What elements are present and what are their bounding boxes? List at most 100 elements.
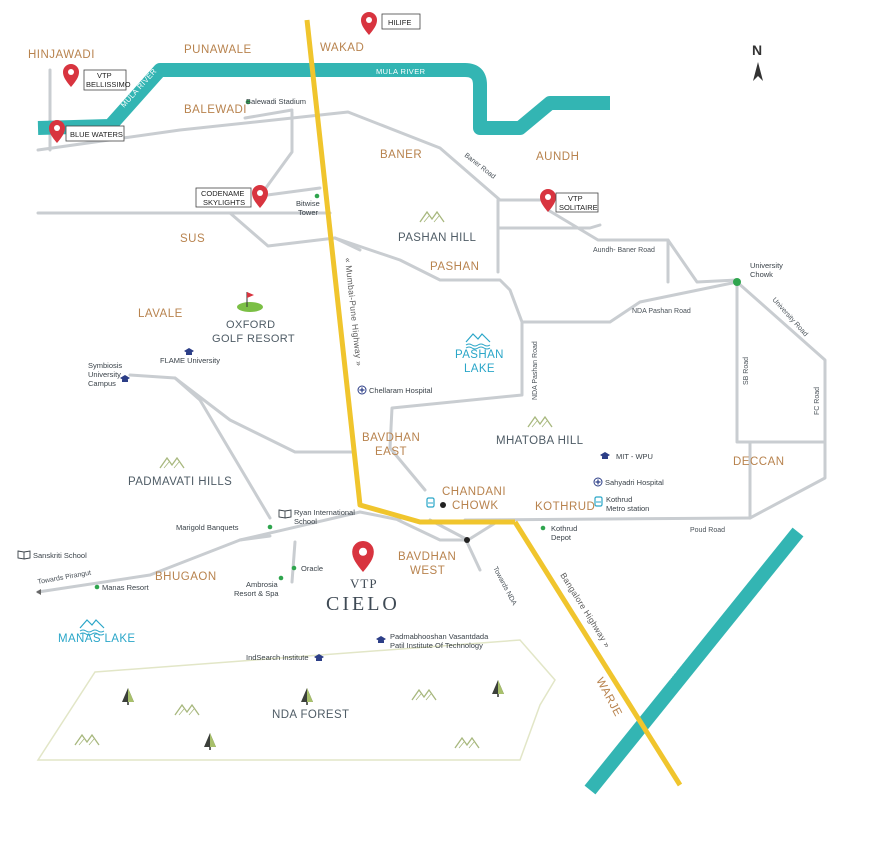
manas-resort-label: Manas Resort bbox=[102, 583, 150, 592]
road-skylights-east bbox=[258, 186, 322, 198]
university-chowk-label-1: University bbox=[750, 261, 783, 270]
marigold-label: Marigold Banquets bbox=[176, 523, 239, 532]
mula-river-label: MULA RIVER bbox=[376, 67, 426, 76]
bellissimo-label-2: BELLISSIMO bbox=[86, 80, 131, 89]
manas-lake-label: MANAS LAKE bbox=[58, 633, 136, 645]
area-pashan: PASHAN bbox=[430, 261, 479, 273]
solitaire-pin-icon[interactable] bbox=[540, 189, 556, 212]
bitwise-tower-label-2: Tower bbox=[298, 208, 319, 217]
cielo-pin-icon[interactable] bbox=[352, 540, 374, 572]
road-nda-pashan-vertical bbox=[388, 320, 524, 492]
kothrud-metro-label-2: Metro station bbox=[606, 504, 649, 513]
ambrosia-dot bbox=[278, 575, 284, 581]
symbiosis-label-3: Campus bbox=[88, 379, 116, 388]
kothrud-depot-dot bbox=[540, 525, 546, 531]
padmabhooshan-label-1: Padmabhooshan Vasantdada bbox=[390, 632, 489, 641]
tree-icon bbox=[122, 688, 134, 705]
skylights-label-box bbox=[195, 187, 252, 208]
area-bavdhan-west-2: WEST bbox=[410, 565, 445, 577]
mhatoba-hill-label: MHATOBA HILL bbox=[496, 435, 584, 447]
bellissimo-pin-icon[interactable] bbox=[63, 64, 79, 87]
rivers bbox=[37, 63, 804, 795]
hills: PASHAN HILL MHATOBA HILL PADMAVATI HILLS… bbox=[74, 211, 584, 750]
blue-waters-label-box bbox=[65, 125, 125, 142]
pashan-lake-icon bbox=[465, 333, 491, 350]
mumbai-pune-highway-label: « Mumbai-Pune Highway » bbox=[343, 257, 364, 366]
baner-road-label: Baner Road bbox=[463, 152, 497, 181]
bangalore-highway bbox=[512, 520, 683, 787]
sb-road-label: SB Road bbox=[743, 357, 750, 385]
road-university bbox=[735, 280, 827, 520]
bavdhan-junction bbox=[464, 537, 470, 543]
cielo-label-1: VTP bbox=[350, 576, 378, 591]
nda-pashan-road-vertical-label: NDA Pashan Road bbox=[532, 341, 539, 400]
kothrud-metro-icon bbox=[594, 496, 603, 507]
area-aundh: AUNDH bbox=[536, 151, 579, 163]
hilife-pin-icon[interactable] bbox=[361, 12, 377, 35]
area-lavale: LAVALE bbox=[138, 308, 183, 320]
road-sb bbox=[735, 280, 827, 444]
road-network bbox=[36, 68, 827, 594]
compass-label: N bbox=[752, 42, 762, 58]
bellissimo-label-1: VTP bbox=[97, 71, 112, 80]
chandani-metro-icon bbox=[426, 497, 435, 508]
area-wakad: WAKAD bbox=[320, 42, 364, 54]
mutha-river bbox=[584, 527, 804, 795]
oracle-label: Oracle bbox=[301, 564, 323, 573]
road-solitaire bbox=[496, 223, 602, 230]
road-towards-nda bbox=[464, 538, 482, 572]
golf-resort-label-2: GOLF RESORT bbox=[212, 333, 295, 345]
road-chandani-east bbox=[396, 518, 502, 542]
forest-hill-icon bbox=[74, 734, 100, 746]
pashan-lake-label-1: PASHAN bbox=[455, 349, 504, 361]
landmarks: Balewadi Stadium Bitwise Tower Universit… bbox=[17, 97, 783, 662]
towards-pirangut-arrow-icon bbox=[36, 589, 41, 595]
golf-flag-icon bbox=[237, 292, 263, 312]
sanskriti-school-label: Sanskriti School bbox=[33, 551, 87, 560]
mit-wpu-icon bbox=[600, 452, 610, 459]
forest-hill-icon bbox=[174, 704, 200, 716]
road-lavale bbox=[128, 373, 354, 454]
road-aundh-baner bbox=[546, 208, 739, 284]
road-balewadi bbox=[36, 110, 542, 202]
blue-waters-label: BLUE WATERS bbox=[70, 130, 123, 139]
ambrosia-label-2: Resort & Spa bbox=[234, 589, 279, 598]
road-nda-pashan bbox=[520, 280, 739, 324]
pashan-lake-label-2: LAKE bbox=[464, 363, 495, 375]
road-symbiosis-loop bbox=[173, 376, 272, 520]
sahyadri-hospital-label: Sahyadri Hospital bbox=[605, 478, 664, 487]
area-bavdhan-west-1: BAVDHAN bbox=[398, 551, 456, 563]
kothrud-depot-label-1: Kothrud bbox=[551, 524, 577, 533]
solitaire-label-2: SOLITAIRE bbox=[559, 203, 598, 212]
tree-icon bbox=[492, 680, 504, 697]
skylights-pin-icon[interactable] bbox=[252, 185, 268, 208]
symbiosis-icon bbox=[120, 375, 130, 382]
kothrud-depot-label-2: Depot bbox=[551, 533, 572, 542]
university-chowk-dot bbox=[733, 278, 741, 286]
nda-pashan-road-label: NDA Pashan Road bbox=[632, 308, 691, 315]
area-chandani-chowk-1: CHANDANI bbox=[442, 486, 506, 498]
padmavati-hills-label: PADMAVATI HILLS bbox=[128, 476, 232, 488]
flame-university-label: FLAME University bbox=[160, 356, 220, 365]
pashan-hill-label: PASHAN HILL bbox=[398, 232, 477, 244]
sanskriti-school-book-icon bbox=[17, 550, 31, 560]
vtp-cielo-marker[interactable]: VTP CIELO bbox=[326, 540, 400, 615]
road-balewadi-south bbox=[258, 110, 294, 198]
tree-icon bbox=[204, 733, 216, 750]
hilife-label-box bbox=[381, 13, 421, 30]
forest-hill-icon bbox=[454, 737, 480, 749]
oracle-dot bbox=[291, 565, 297, 571]
highways bbox=[304, 19, 683, 787]
marigold-dot bbox=[267, 524, 273, 530]
university-chowk-label-2: Chowk bbox=[750, 270, 773, 279]
mit-wpu-label: MIT - WPU bbox=[616, 452, 653, 461]
area-baner: BANER bbox=[380, 149, 422, 161]
north-arrow-icon: N bbox=[752, 42, 763, 81]
area-bavdhan-east-2: EAST bbox=[375, 446, 407, 458]
mula-river bbox=[37, 63, 610, 135]
balewadi-stadium-dot bbox=[245, 99, 251, 105]
chandani-chowk-junction bbox=[440, 502, 446, 508]
fc-road-label: FC Road bbox=[814, 387, 821, 415]
bellissimo-label-box bbox=[83, 69, 127, 91]
area-labels: HINJAWADI PUNAWALE WAKAD BALEWADI BANER … bbox=[28, 42, 784, 719]
